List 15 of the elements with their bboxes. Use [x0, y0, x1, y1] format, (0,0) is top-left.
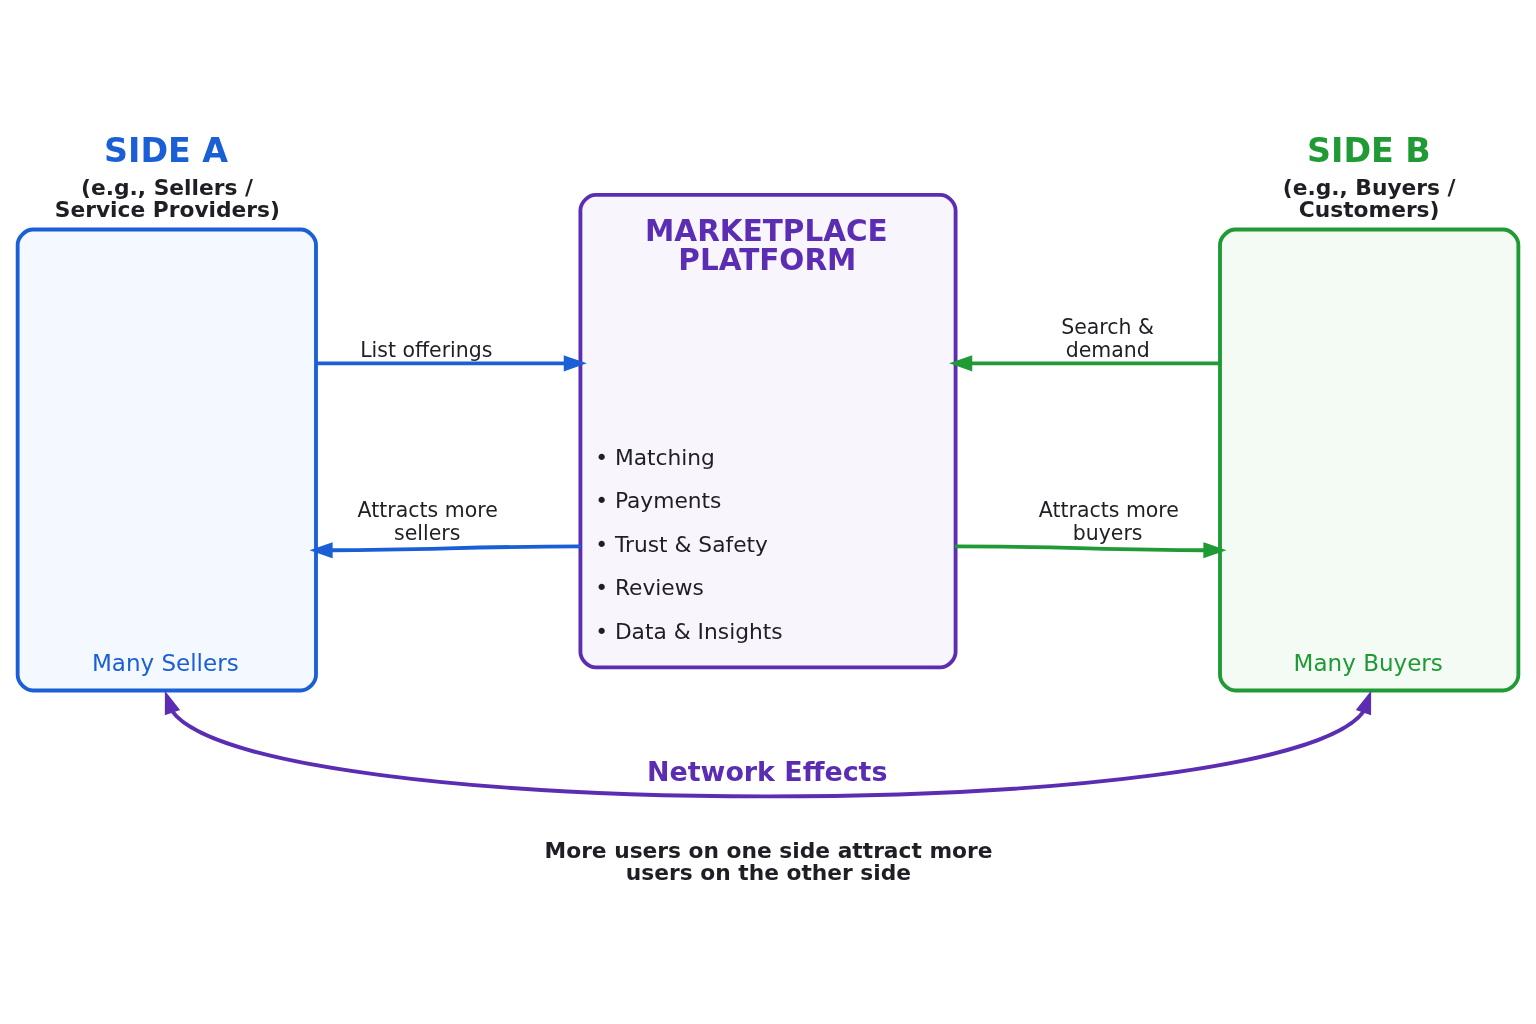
arrow [954, 541, 1227, 558]
edge-label: Attracts more buyers [1038, 497, 1179, 545]
edge-label: Attracts more sellers [357, 497, 498, 545]
arrow [949, 354, 1221, 371]
arrow [164, 690, 1372, 798]
edge-label: List offerings [360, 337, 493, 362]
arrow [309, 541, 582, 558]
node-label: SIDE B [1307, 130, 1431, 170]
node-label: (e.g., Sellers / Service Providers) [54, 174, 280, 222]
edge-label: Network Effects [647, 755, 888, 786]
node-label: SIDE A [104, 130, 229, 170]
edge-label: Search & demand [1061, 314, 1155, 362]
node-label: (e.g., Buyers / Customers) [1282, 174, 1456, 222]
arrow [315, 354, 587, 371]
label: More users on one side attract more users on the other side [544, 837, 993, 885]
